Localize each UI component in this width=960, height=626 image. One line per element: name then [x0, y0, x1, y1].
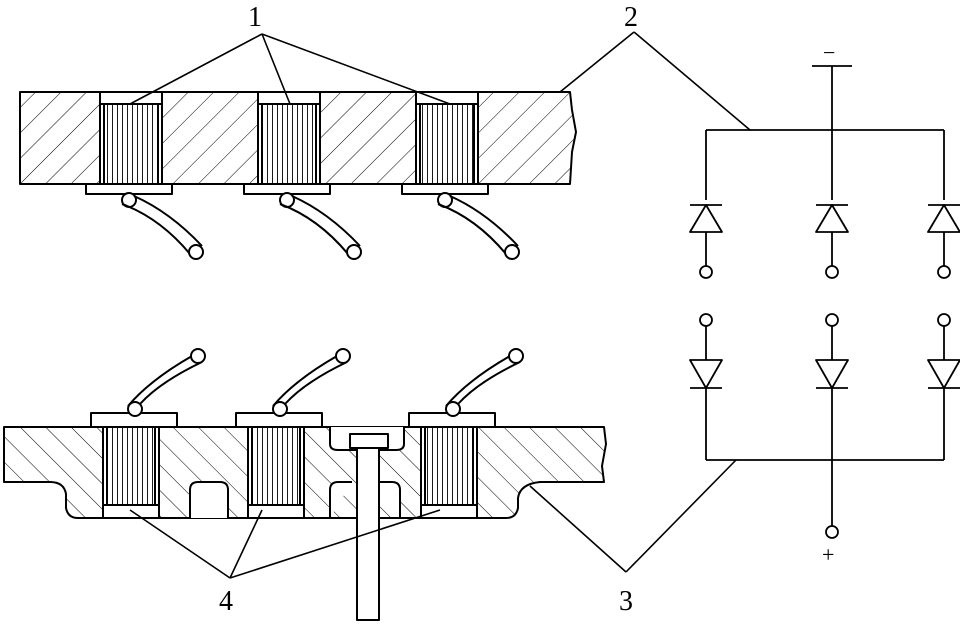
top-diode-2	[243, 91, 362, 260]
negative-terminal-sign: −	[823, 40, 835, 65]
schematic-lower-diode-1	[689, 313, 723, 460]
schematic-upper-diode-2	[815, 204, 849, 279]
positive-terminal-sign: +	[822, 542, 834, 567]
label-2: 2	[624, 2, 638, 33]
leader-lines-1	[129, 33, 451, 105]
schematic-lower-diode-2	[815, 313, 849, 539]
label-3: 3	[619, 586, 633, 617]
leader-lines-2	[559, 31, 751, 131]
leader-lines-3	[529, 459, 737, 573]
schematic-lower-diode-3	[927, 313, 960, 460]
schematic-upper-diode-1	[689, 204, 723, 279]
schematic-upper-diode-3	[927, 204, 960, 279]
label-4: 4	[219, 586, 233, 617]
top-diode-1	[85, 91, 204, 260]
bottom-diode-3	[408, 348, 524, 519]
bottom-diode-2	[235, 348, 351, 519]
bottom-diode-1	[90, 348, 206, 519]
circuit-schematic	[689, 65, 960, 539]
top-diode-3	[401, 91, 520, 260]
leader-lines-4	[129, 509, 441, 579]
label-1: 1	[248, 2, 262, 33]
